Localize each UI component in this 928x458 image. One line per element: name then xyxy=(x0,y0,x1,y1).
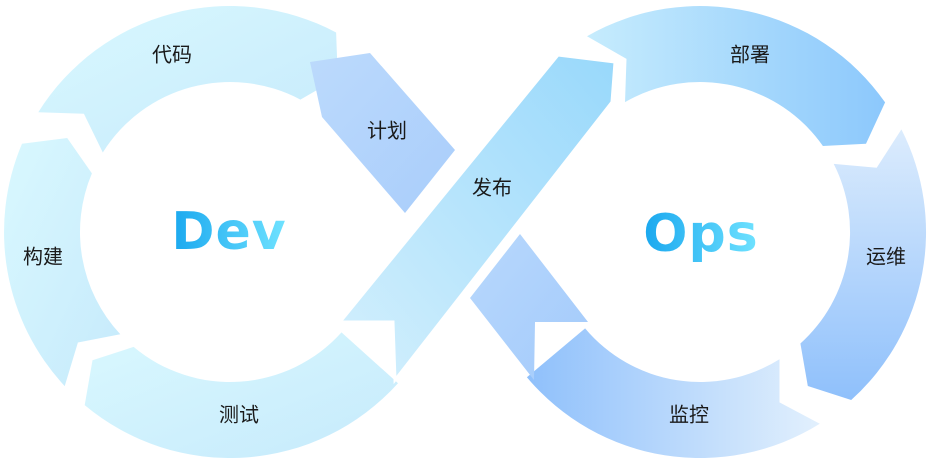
monitor-segment xyxy=(526,328,820,458)
step-plan-label: 计划 xyxy=(367,118,407,143)
step-deploy-label: 部署 xyxy=(730,42,770,67)
operate-segment xyxy=(800,129,927,400)
test-segment xyxy=(84,332,398,458)
step-release-label: 发布 xyxy=(472,175,512,200)
step-operate-label: 运维 xyxy=(866,244,906,269)
release-segment xyxy=(336,53,617,385)
deploy-segment xyxy=(587,6,886,146)
plan-segment xyxy=(310,53,455,213)
step-build-label: 构建 xyxy=(23,244,63,269)
step-test-label: 测试 xyxy=(219,402,259,427)
build-segment xyxy=(4,138,121,387)
ops-title: Ops xyxy=(643,204,759,264)
monitor-return-segment xyxy=(470,234,588,380)
step-monitor-label: 监控 xyxy=(669,402,709,427)
code-segment xyxy=(38,6,338,153)
step-code-label: 代码 xyxy=(152,42,192,67)
dev-title: Dev xyxy=(171,202,287,262)
